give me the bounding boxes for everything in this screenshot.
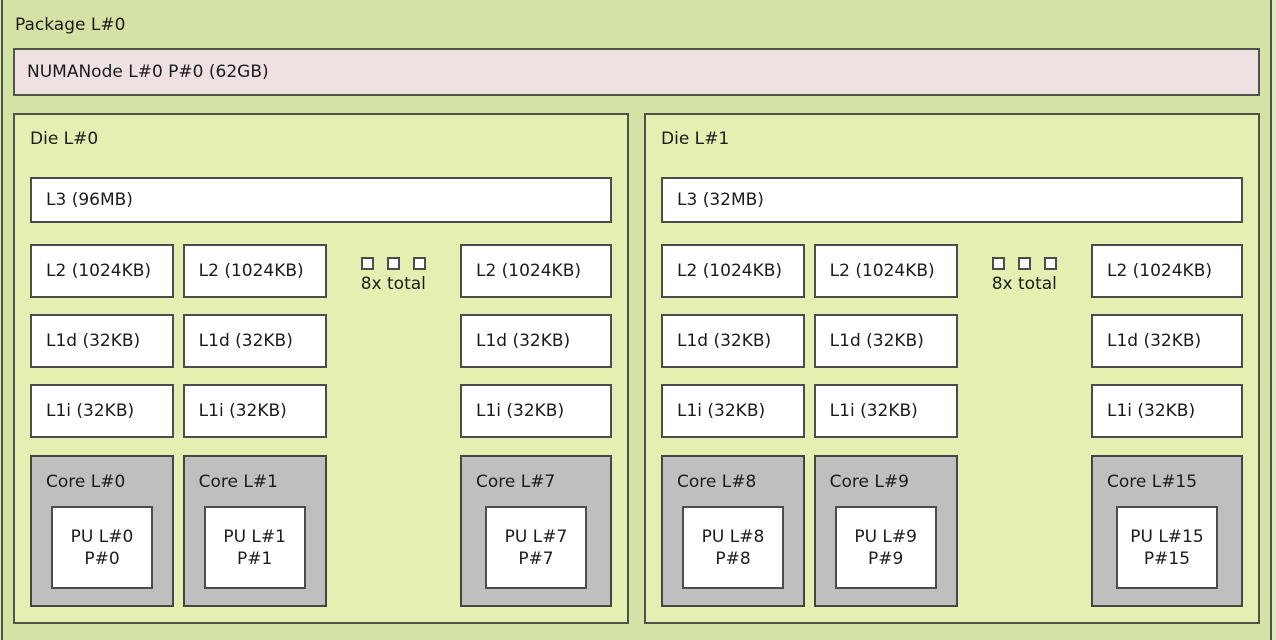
numanode-label: NUMANode L#0 P#0 (62GB) [27,62,269,82]
core-box: Core L#7 PU L#7 P#7 [459,455,612,607]
spacer [335,314,451,368]
square-icon [360,257,374,270]
l2-row: L2 (1024KB) L2 (1024KB) 8x total L2 (102… [661,244,1243,298]
pu-box: PU L#0 P#0 [51,506,153,589]
pu-physical-label: P#7 [518,548,554,569]
pu-logical-label: PU L#7 [504,526,568,547]
core-label: Core L#15 [1106,472,1198,492]
pu-logical-label: PU L#1 [223,526,286,547]
pu-physical-label: P#1 [237,548,273,569]
l1i-cache-box: L1i (32KB) [1090,384,1243,438]
core-box: Core L#9 PU L#9 P#9 [813,455,958,607]
square-icon [412,257,426,270]
spacer [966,314,1082,368]
l1i-cache-box: L1i (32KB) [182,384,327,438]
square-icon [991,257,1005,270]
die-box-0: Die L#0 L3 (96MB) L2 (1024KB) L2 (1024KB… [13,113,629,624]
l1d-row: L1d (32KB) L1d (32KB) L1d (32KB) [661,314,1243,368]
square-icon [1043,257,1057,270]
l1d-cache-box: L1d (32KB) [661,314,805,368]
l2-row: L2 (1024KB) L2 (1024KB) 8x total L2 (102… [30,244,612,298]
l1i-row: L1i (32KB) L1i (32KB) L1i (32KB) [30,384,612,438]
l1d-cache-box: L1d (32KB) [813,314,958,368]
pu-physical-label: P#9 [868,548,904,569]
more-items-label: 8x total [991,274,1057,294]
more-items-icon [360,257,426,270]
core-row: Core L#0 PU L#0 P#0 Core L#1 PU L#1 P#1 … [30,455,612,607]
spacer [966,455,1082,607]
pu-box: PU L#15 P#15 [1115,506,1218,589]
core-label: Core L#1 [198,472,278,492]
l1i-cache-box: L1i (32KB) [661,384,805,438]
l2-cache-box: L2 (1024KB) [30,244,174,298]
core-label: Core L#8 [677,472,757,492]
l3-cache-box: L3 (96MB) [30,177,612,223]
die-box-1: Die L#1 L3 (32MB) L2 (1024KB) L2 (1024KB… [644,113,1260,624]
spacer [966,384,1082,438]
l2-cache-box: L2 (1024KB) [813,244,958,298]
pu-physical-label: P#8 [715,548,751,569]
core-box: Core L#1 PU L#1 P#1 [182,455,327,607]
die-label: Die L#0 [30,129,99,149]
l1i-row: L1i (32KB) L1i (32KB) L1i (32KB) [661,384,1243,438]
pu-box: PU L#8 P#8 [682,506,784,589]
l2-cache-box: L2 (1024KB) [1090,244,1243,298]
core-box: Core L#15 PU L#15 P#15 [1090,455,1243,607]
collapsed-items-indicator: 8x total [966,244,1082,298]
pu-physical-label: P#15 [1143,548,1191,569]
l2-cache-box: L2 (1024KB) [459,244,612,298]
square-icon [386,257,400,270]
l1i-cache-box: L1i (32KB) [813,384,958,438]
l1d-cache-box: L1d (32KB) [182,314,327,368]
core-box: Core L#0 PU L#0 P#0 [30,455,174,607]
core-row: Core L#8 PU L#8 P#8 Core L#9 PU L#9 P#9 … [661,455,1243,607]
spacer [335,384,451,438]
square-icon [1017,257,1031,270]
die-label: Die L#1 [661,129,730,149]
core-label: Core L#0 [46,472,126,492]
collapsed-items-indicator: 8x total [335,244,451,298]
l1d-cache-box: L1d (32KB) [30,314,174,368]
numanode-box: NUMANode L#0 P#0 (62GB) [13,48,1260,96]
l3-cache-box: L3 (32MB) [661,177,1243,223]
l1d-cache-box: L1d (32KB) [1090,314,1243,368]
more-items-icon [991,257,1057,270]
core-label: Core L#7 [475,472,556,492]
pu-box: PU L#9 P#9 [834,506,937,589]
dies-row: Die L#0 L3 (96MB) L2 (1024KB) L2 (1024KB… [13,113,1260,624]
pu-logical-label: PU L#9 [854,526,917,547]
l2-cache-box: L2 (1024KB) [182,244,327,298]
pu-box: PU L#7 P#7 [484,506,587,589]
core-label: Core L#9 [829,472,909,492]
l1i-cache-box: L1i (32KB) [459,384,612,438]
pu-logical-label: PU L#0 [70,526,134,547]
core-box: Core L#8 PU L#8 P#8 [661,455,805,607]
pu-logical-label: PU L#8 [701,526,765,547]
l2-cache-box: L2 (1024KB) [661,244,805,298]
l1d-row: L1d (32KB) L1d (32KB) L1d (32KB) [30,314,612,368]
pu-logical-label: PU L#15 [1130,526,1204,547]
l1d-cache-box: L1d (32KB) [459,314,612,368]
more-items-label: 8x total [360,274,426,294]
package-label: Package L#0 [15,15,126,35]
l1i-cache-box: L1i (32KB) [30,384,174,438]
pu-box: PU L#1 P#1 [203,506,306,589]
pu-physical-label: P#0 [84,548,120,569]
spacer [335,455,451,607]
